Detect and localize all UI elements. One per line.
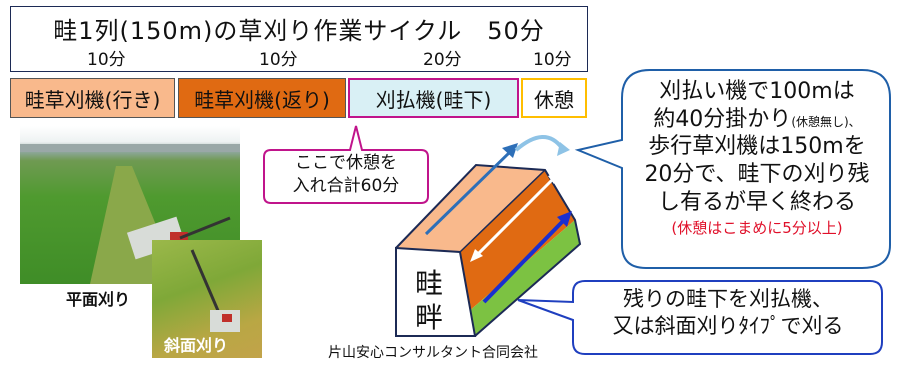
rest-note-box xyxy=(263,125,429,204)
outbound-arrow xyxy=(424,148,514,236)
duration-label: 10分 xyxy=(533,50,572,70)
segment-ridge-mower-return: 畦草刈機(返り) xyxy=(178,78,346,118)
ridge-label-top: 畦 xyxy=(414,267,443,300)
ridge-edge xyxy=(459,169,546,253)
lower-cut-arrow xyxy=(482,216,568,304)
duration-label: 10分 xyxy=(259,50,298,70)
outbound-arrow-head xyxy=(502,143,518,158)
turn-arrow-head xyxy=(557,142,570,156)
info-line-main: 約40分掛かり xyxy=(653,106,792,132)
info-line: 刈払い機で100mは xyxy=(659,79,855,104)
turn-arrow xyxy=(514,135,564,152)
segment-brush-cutter: 刈払機(畦下) xyxy=(348,78,519,118)
duration-label: 20分 xyxy=(423,50,462,70)
title-box: 畦1列(150m)の草刈り作業サイクル 50分 10分 10分 20分 10分 xyxy=(10,6,588,72)
duration-label: 10分 xyxy=(87,50,126,70)
rest-note-line: 入れ合計60分 xyxy=(292,175,400,196)
slope-mowing-photo: 斜面刈り xyxy=(152,240,262,358)
info-line: 歩行草刈機は150mを xyxy=(648,134,866,160)
flat-mowing-caption: 平面刈り xyxy=(66,290,131,309)
info-line: 約40分掛かり(休憩無し)、 xyxy=(628,106,886,134)
ridge-label-bottom: 畔 xyxy=(414,301,443,334)
rest-advice-note: (休憩はこまめに5分以上) xyxy=(671,218,843,237)
bottom-callout: 残りの畦下を刈払機、 又は斜面刈りﾀｲﾌﾟで刈る xyxy=(580,286,876,341)
segment-rest: 休憩 xyxy=(521,78,587,118)
info-line: し有るが早く終わる xyxy=(657,189,856,215)
info-line-small: (休憩無し)、 xyxy=(791,114,861,129)
bottom-callout-line: 残りの畦下を刈払機、 xyxy=(623,287,833,311)
ridge-outline xyxy=(395,163,582,337)
ridge-top-face xyxy=(396,165,545,252)
info-callout-bubble xyxy=(574,69,891,269)
info-line: 20分で、畦下の刈り残 xyxy=(644,162,870,188)
return-arrow xyxy=(472,174,558,260)
segment-ridge-mower-outbound: 畦草刈機(行き) xyxy=(10,78,175,118)
return-arrow-head-2 xyxy=(548,172,560,184)
bottom-callout-bubble xyxy=(517,280,883,355)
rest-note-line: ここで休憩を xyxy=(295,153,397,173)
return-arrow-head-1 xyxy=(470,249,483,262)
slope-mowing-illustration xyxy=(190,249,240,332)
lower-cut-arrow-head xyxy=(557,211,572,227)
diagram-title: 畦1列(150m)の草刈り作業サイクル 50分 xyxy=(53,17,545,45)
slope-mowing-caption: 斜面刈り xyxy=(164,336,229,355)
bottom-callout-line: 又は斜面刈りﾀｲﾌﾟで刈る xyxy=(612,314,844,339)
ridge-slope-face xyxy=(460,170,575,312)
ridge-grass-strip xyxy=(468,220,580,336)
info-callout: 刈払い機で100mは 約40分掛かり(休憩無し)、 歩行草刈機は150mを 20… xyxy=(628,78,886,237)
rest-note: ここで休憩を 入れ合計60分 xyxy=(264,152,428,198)
company-name: 片山安心コンサルタント合同会社 xyxy=(328,345,538,361)
